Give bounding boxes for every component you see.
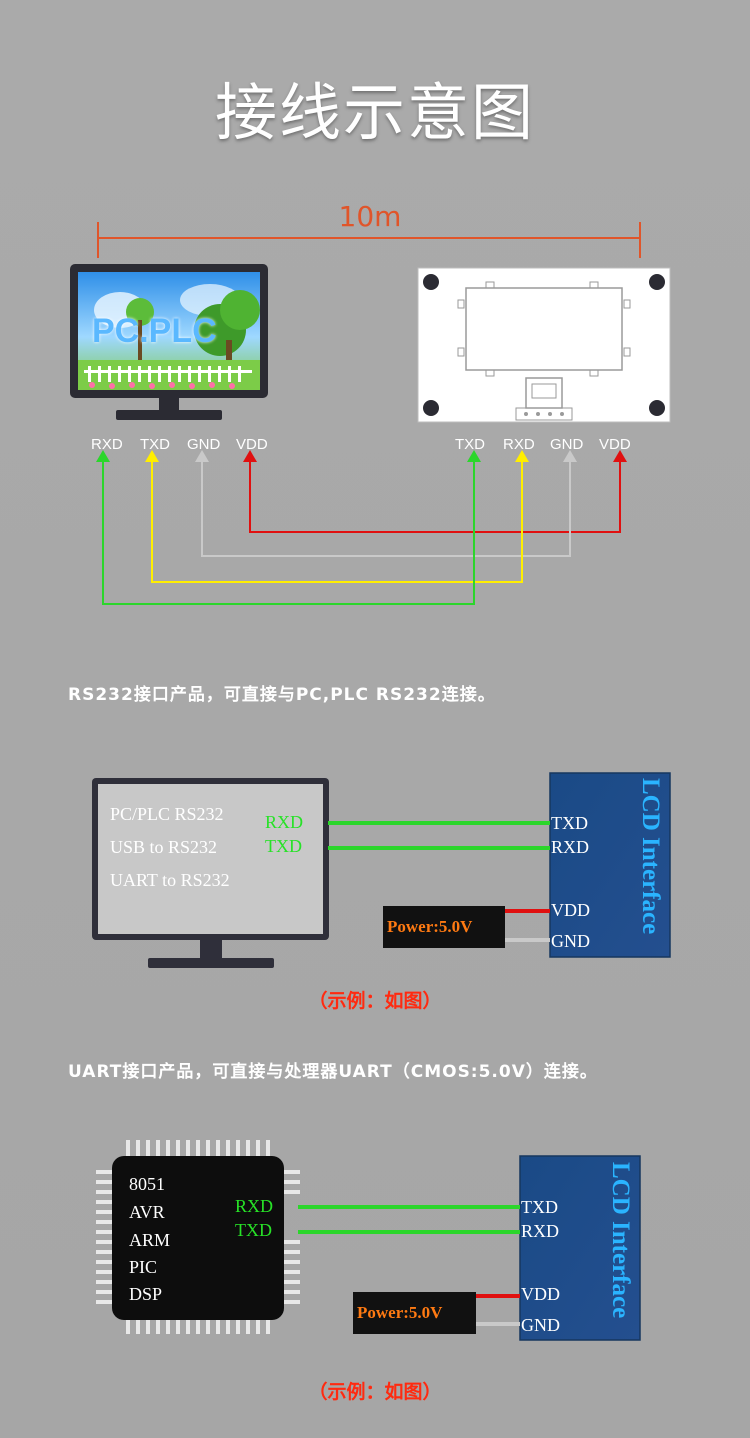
chip-line-pic: PIC bbox=[129, 1257, 158, 1277]
lcd2-interface-title: LCD Interface bbox=[637, 778, 664, 935]
pc2-pin-txd: TXD bbox=[265, 836, 302, 856]
pc-pin-rxd: RXD bbox=[91, 436, 123, 453]
lcd-pin-txd: TXD bbox=[455, 436, 485, 453]
lcd2-pin-rxd: RXD bbox=[551, 837, 590, 857]
lcd3-interface-title: LCD Interface bbox=[607, 1162, 634, 1319]
lcd-pin-rxd: RXD bbox=[503, 436, 535, 453]
pc2-pin-rxd: RXD bbox=[265, 812, 304, 832]
example-label-2: （示例：如图） bbox=[308, 1381, 442, 1403]
pc-monitor-2 bbox=[92, 778, 329, 968]
chip-line-arm: ARM bbox=[129, 1230, 171, 1250]
chip-line-8051: 8051 bbox=[129, 1174, 165, 1194]
example-label-1: （示例：如图） bbox=[308, 990, 442, 1012]
wire-arrows bbox=[96, 450, 627, 462]
chip-pin-txd: TXD bbox=[235, 1220, 272, 1240]
lcd-module-board bbox=[417, 267, 671, 423]
wiring-3 bbox=[298, 1205, 520, 1334]
lcd-pin-gnd: GND bbox=[550, 436, 584, 453]
lcd3-pin-vdd: VDD bbox=[521, 1284, 560, 1304]
distance-dimension bbox=[97, 222, 641, 258]
lcd2-pin-vdd: VDD bbox=[551, 900, 590, 920]
lcd-module-label: 串口液晶屏 bbox=[486, 323, 582, 344]
lcd-interface-panel-3 bbox=[519, 1155, 641, 1341]
chip-line-dsp: DSP bbox=[129, 1284, 163, 1304]
wiring-2 bbox=[328, 821, 550, 948]
pc-pin-vdd: VDD bbox=[236, 436, 268, 453]
pc-pin-txd: TXD bbox=[140, 436, 170, 453]
pc-line-2: USB to RS232 bbox=[110, 837, 218, 857]
pc-pin-gnd: GND bbox=[187, 436, 221, 453]
uart-description: UART接口产品，可直接与处理器UART（CMOS:5.0V）连接。 bbox=[68, 1062, 598, 1082]
power2-label: Power:5.0V bbox=[387, 917, 473, 936]
power3-label: Power:5.0V bbox=[357, 1303, 443, 1322]
page-title: 接线示意图 bbox=[214, 76, 535, 149]
lcd-pin-vdd: VDD bbox=[599, 436, 631, 453]
pc-monitor bbox=[70, 264, 268, 420]
pc-screen-label: PC.PLC bbox=[92, 312, 217, 350]
lcd3-pin-txd: TXD bbox=[521, 1197, 558, 1217]
lcd2-pin-gnd: GND bbox=[551, 931, 590, 951]
distance-label: 10m bbox=[338, 200, 402, 233]
lcd2-pin-txd: TXD bbox=[551, 813, 588, 833]
lcd-interface-panel-2 bbox=[549, 772, 671, 958]
wiring-lines bbox=[102, 456, 621, 605]
chip-pin-rxd: RXD bbox=[235, 1196, 274, 1216]
rs232-description: RS232接口产品，可直接与PC,PLC RS232连接。 bbox=[68, 685, 496, 705]
lcd3-pin-rxd: RXD bbox=[521, 1221, 560, 1241]
chip-line-avr: AVR bbox=[129, 1202, 165, 1222]
lcd3-pin-gnd: GND bbox=[521, 1315, 560, 1335]
pc-line-1: PC/PLC RS232 bbox=[110, 804, 224, 824]
pc-line-3: UART to RS232 bbox=[110, 870, 230, 890]
mcu-chip bbox=[96, 1140, 300, 1334]
